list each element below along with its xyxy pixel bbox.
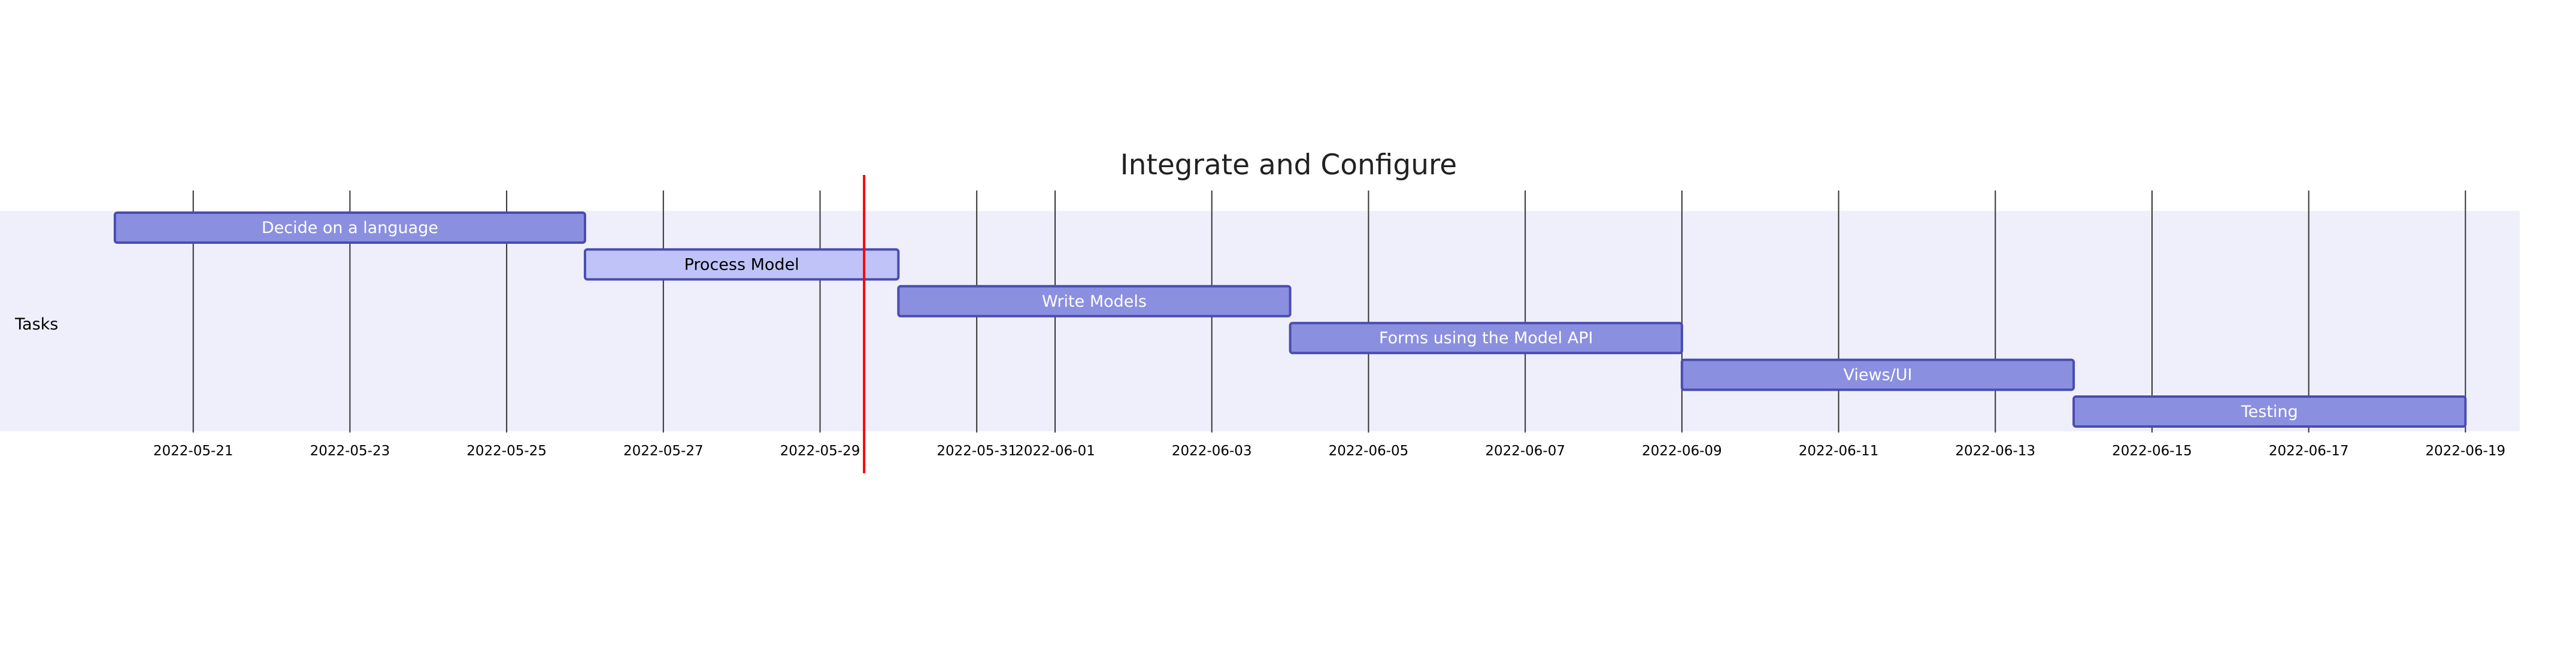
task-label: Views/UI bbox=[1843, 366, 1912, 385]
tick-label: 2022-05-25 bbox=[466, 443, 547, 459]
tick-label: 2022-05-31 bbox=[937, 443, 1017, 459]
task-bar bbox=[583, 248, 900, 281]
task-label: Process Model bbox=[684, 255, 799, 274]
tick-label: 2022-06-09 bbox=[1642, 443, 1722, 459]
tick-label: 2022-05-21 bbox=[153, 443, 234, 459]
task-label: Decide on a language bbox=[262, 219, 438, 237]
chart-title: Integrate and Configure bbox=[1120, 149, 1457, 182]
task-bar bbox=[1289, 322, 1683, 355]
task-label: Write Models bbox=[1042, 292, 1147, 311]
tick-label: 2022-06-03 bbox=[1172, 443, 1252, 459]
tick-label: 2022-05-23 bbox=[310, 443, 390, 459]
tick-label: 2022-05-29 bbox=[780, 443, 860, 459]
tick-label: 2022-06-07 bbox=[1485, 443, 1565, 459]
task-bar bbox=[113, 211, 586, 244]
x-axis: 2022-05-21 2022-05-23 2022-05-25 2022-05-27… bbox=[153, 443, 2505, 459]
tick-label: 2022-06-19 bbox=[2426, 443, 2506, 459]
task-label: Testing bbox=[2241, 403, 2298, 421]
section-band bbox=[0, 211, 2520, 431]
section-label: Tasks bbox=[14, 315, 58, 334]
tick-label: 2022-06-01 bbox=[1015, 443, 1095, 459]
tick-label: 2022-06-05 bbox=[1329, 443, 1409, 459]
task-bar bbox=[2072, 395, 2467, 428]
tick-label: 2022-06-13 bbox=[1955, 443, 2035, 459]
tick-label: 2022-06-11 bbox=[1799, 443, 1879, 459]
tick-label: 2022-05-27 bbox=[623, 443, 704, 459]
tick-label: 2022-06-17 bbox=[2269, 443, 2349, 459]
task-bar bbox=[1680, 358, 2075, 391]
task-bar bbox=[897, 285, 1292, 318]
tick-label: 2022-06-15 bbox=[2112, 443, 2192, 459]
task-label: Forms using the Model API bbox=[1379, 329, 1593, 347]
